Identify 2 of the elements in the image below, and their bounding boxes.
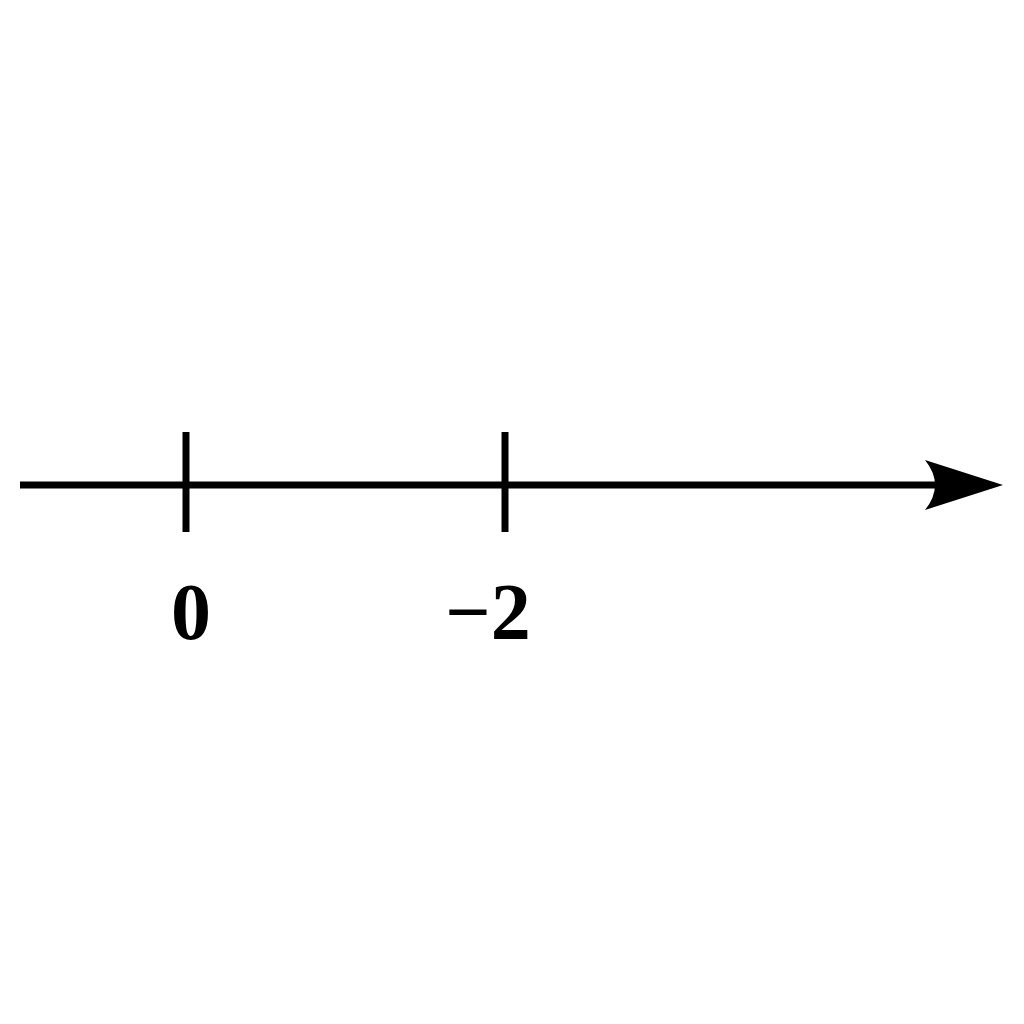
tick-label: −2 (445, 572, 531, 652)
tick-label: 0 (171, 572, 211, 652)
